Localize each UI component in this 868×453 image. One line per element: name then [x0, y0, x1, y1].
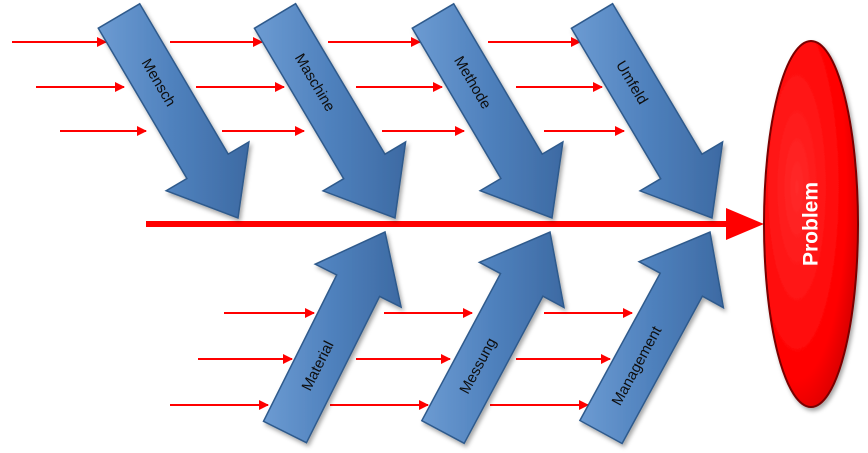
problem-label: Problem	[800, 182, 823, 266]
cause-arrow-mensch: Mensch	[97, 2, 250, 220]
cause-arrow-shape	[411, 2, 564, 220]
cause-arrow-methode: Methode	[411, 2, 564, 220]
spine-arrow	[146, 208, 764, 240]
cause-arrow-shape	[97, 2, 250, 220]
cause-arrow-shape	[420, 230, 566, 445]
cause-arrow-messung: Messung	[420, 230, 566, 445]
cause-arrow-management: Management	[578, 230, 725, 445]
cause-arrow-shape	[570, 2, 724, 220]
cause-arrow-maschine: Maschine	[253, 2, 407, 220]
cause-arrow-shape	[578, 230, 725, 445]
cause-arrow-umfeld: Umfeld	[570, 2, 724, 220]
sub-cause-arrows	[12, 37, 633, 410]
cause-arrow-shape	[253, 2, 407, 220]
problem-effect: Problem	[763, 40, 859, 408]
problem-oval	[763, 40, 859, 408]
cause-arrow-shape	[262, 230, 403, 444]
cause-arrow-material: Material	[262, 230, 403, 444]
